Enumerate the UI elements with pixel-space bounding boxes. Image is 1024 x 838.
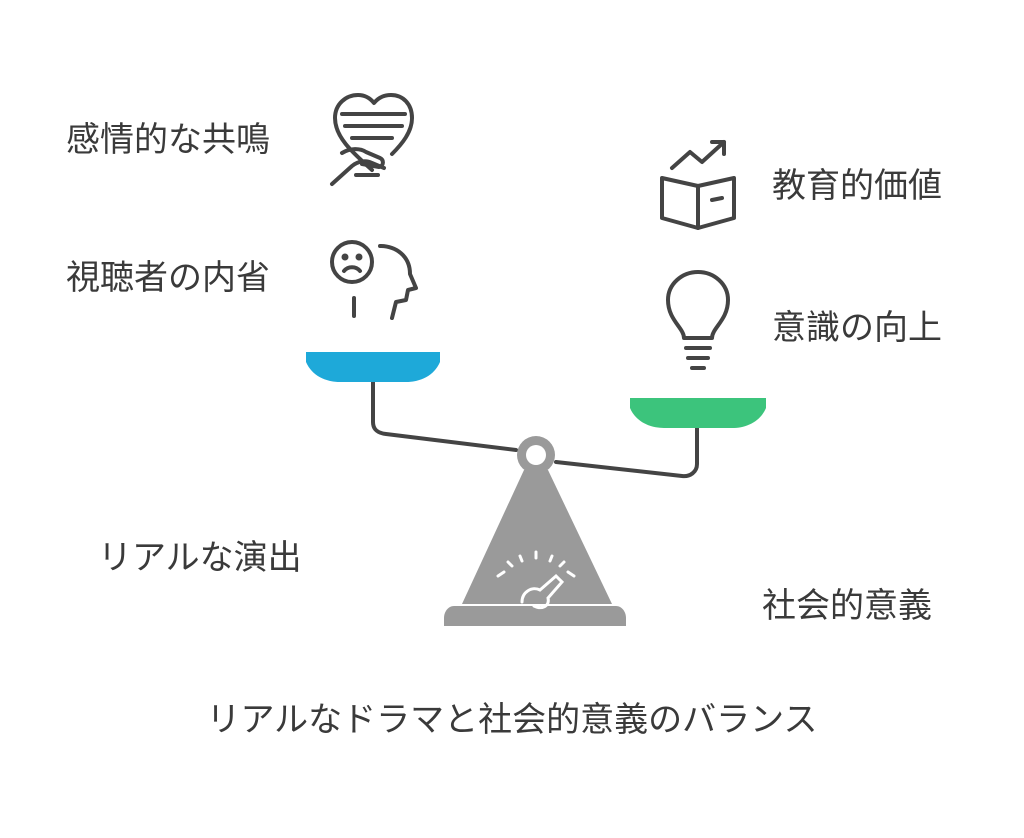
item-label-viewer-reflection: 視聴者の内省 xyxy=(66,258,270,298)
pivot-ring xyxy=(517,436,555,474)
item-label-emotional-resonance: 感情的な共鳴 xyxy=(66,120,270,160)
scale-beam xyxy=(371,378,699,479)
right-pan xyxy=(630,398,766,428)
book-growth-icon xyxy=(660,140,736,230)
heart-hand-icon xyxy=(330,93,414,186)
side-label-social-significance: 社会的意義 xyxy=(762,586,932,626)
side-label-realistic-direction: リアルな演出 xyxy=(98,538,302,578)
sad-face-head-icon xyxy=(330,240,418,320)
diagram-title: リアルなドラマと社会的意義のバランス xyxy=(206,700,818,740)
gauge-icon xyxy=(496,550,576,610)
scale-stand xyxy=(462,470,612,604)
lightbulb-icon xyxy=(666,270,730,370)
scale-base xyxy=(444,606,626,626)
left-pan xyxy=(306,352,440,382)
item-label-raising-awareness: 意識の向上 xyxy=(772,308,942,348)
item-label-educational-value: 教育的価値 xyxy=(772,166,942,206)
